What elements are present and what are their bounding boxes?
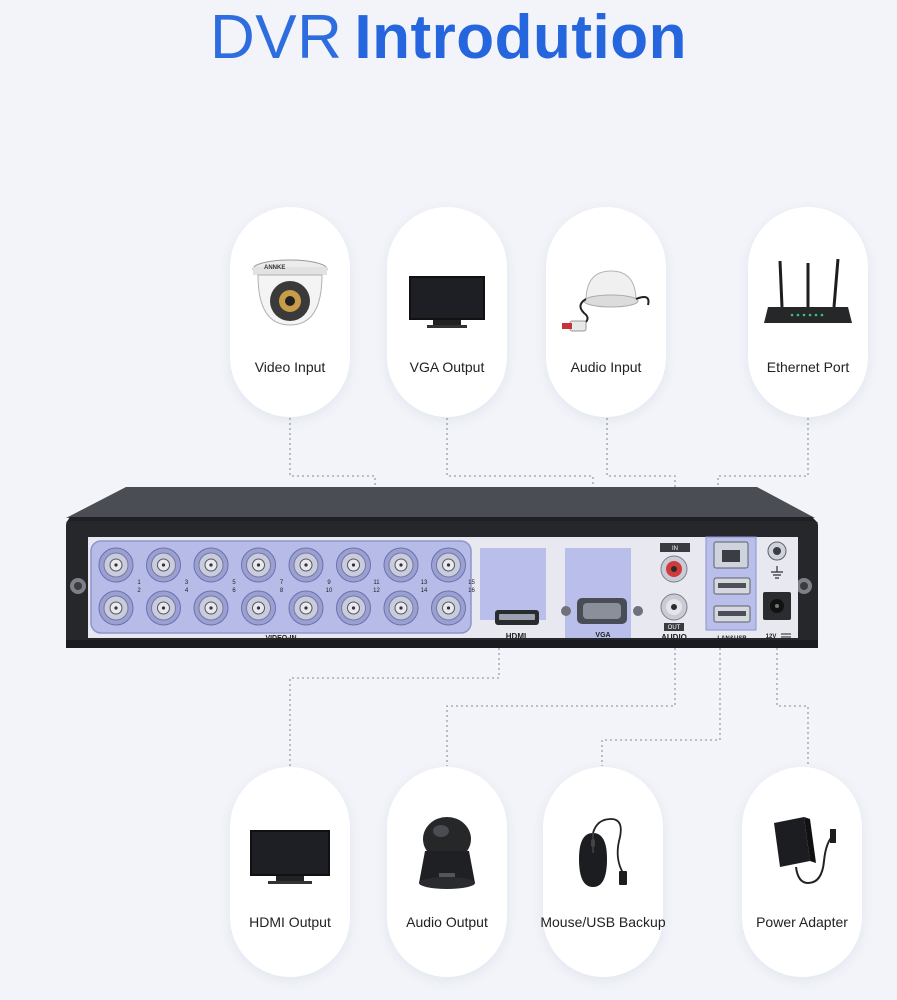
lan-usb-label: LAN&USB (717, 636, 747, 642)
ground-screw (773, 547, 781, 555)
audio-input-card: Audio Input (546, 207, 666, 417)
router-icon (764, 258, 852, 323)
title-light: DVR (209, 3, 343, 72)
audio-output-card: Audio Output (387, 767, 507, 977)
video-input-label: Video Input (254, 359, 326, 375)
power-adapter-icon (774, 817, 836, 885)
channel-number: 7 (280, 580, 284, 586)
audio-in-tag: IN (672, 546, 678, 552)
video-in-panel (90, 540, 472, 634)
hdmi-output-label: HDMI Output (249, 914, 331, 930)
channel-number: 4 (185, 588, 189, 594)
microphone-icon (562, 270, 650, 332)
video-input-card: ANNKE Video Input (230, 207, 350, 417)
channel-number: 1 (137, 580, 141, 586)
channel-number: 12 (373, 588, 380, 594)
ethernet-port-card: Ethernet Port (748, 207, 868, 417)
power-label: 12V (766, 634, 777, 640)
channel-number: 5 (232, 580, 236, 586)
hdmi-output-card: HDMI Output (230, 767, 350, 977)
monitor-icon (409, 276, 485, 328)
power-adapter-card: Power Adapter (742, 767, 862, 977)
video-in-label: VIDEO-IN (265, 635, 296, 642)
camera-brand: ANNKE (264, 265, 285, 271)
channel-number: 3 (185, 580, 189, 586)
vga-output-label: VGA Output (409, 359, 485, 375)
channel-number: 2 (137, 588, 141, 594)
ethernet-port-label: Ethernet Port (766, 359, 850, 375)
channel-number: 11 (373, 580, 380, 586)
vga-label: VGA (595, 632, 610, 639)
channel-number: 10 (326, 588, 333, 594)
channel-number: 9 (327, 580, 331, 586)
audio-label: AUDIO (661, 633, 687, 642)
speaker-icon (419, 817, 475, 889)
power-adapter-label: Power Adapter (756, 914, 848, 930)
channel-number: 16 (468, 588, 475, 594)
mouse-usb-label: Mouse/USB Backup (540, 914, 666, 930)
audio-input-label: Audio Input (570, 359, 642, 375)
channel-number: 15 (468, 580, 475, 586)
channel-number: 6 (232, 588, 236, 594)
audio-output-label: Audio Output (406, 914, 488, 930)
vga-output-card: VGA Output (387, 207, 507, 417)
channel-number: 13 (421, 580, 428, 586)
monitor-icon (250, 830, 330, 884)
channel-number: 14 (421, 588, 428, 594)
audio-out-tag: OUT (668, 625, 681, 631)
mouse-usb-card: Mouse/USB Backup (540, 767, 666, 977)
channel-number: 8 (280, 588, 284, 594)
hdmi-label: HDMI (506, 632, 526, 641)
title-bold: Introdution (354, 3, 687, 72)
mouse-icon (579, 818, 627, 887)
dome-camera-icon: ANNKE (252, 259, 328, 326)
